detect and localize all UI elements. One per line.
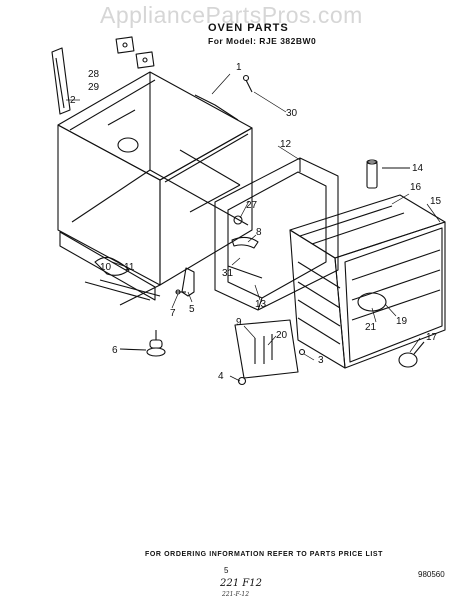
callout-17: 17 [426, 332, 438, 343]
vent-cap [366, 159, 410, 189]
callout-1: 1 [236, 62, 242, 73]
oven-liner [289, 194, 446, 369]
callout-14: 14 [412, 163, 424, 174]
callout-6: 6 [112, 345, 118, 356]
callout-9: 9 [236, 317, 242, 328]
callout-labels: 1 2 3 4 5 6 7 8 9 10 11 12 13 14 15 16 1… [70, 62, 442, 382]
callout-3: 3 [318, 355, 324, 366]
callout-29: 29 [88, 82, 100, 93]
leader-lines [66, 73, 441, 382]
element-bracket [234, 319, 306, 386]
callout-28: 28 [88, 69, 100, 80]
callout-16: 16 [410, 182, 422, 193]
callout-8: 8 [256, 227, 262, 238]
clip-parts [115, 36, 155, 69]
callout-19: 19 [396, 316, 408, 327]
light-cover [398, 341, 425, 368]
bottom-drawer-area [59, 231, 161, 301]
handwritten-note: 221 F12 [220, 578, 262, 589]
callout-10: 10 [100, 262, 112, 273]
side-trim-strip [51, 47, 71, 115]
callout-5: 5 [189, 304, 195, 315]
callout-20: 20 [276, 330, 288, 341]
callout-31: 31 [222, 268, 234, 279]
screw-part [242, 74, 253, 93]
callout-27: 27 [246, 200, 258, 211]
cabinet-body [57, 71, 253, 306]
leveling-leg [119, 330, 166, 357]
callout-15: 15 [430, 196, 442, 207]
ordering-note: FOR ORDERING INFORMATION REFER TO PARTS … [145, 551, 384, 558]
callout-4: 4 [218, 371, 224, 382]
callout-12: 12 [280, 139, 292, 150]
model-subtitle: For Model: RJE 382BW0 [208, 36, 317, 46]
callout-13: 13 [255, 299, 267, 310]
handwritten-note-2: 221-F-12 [222, 591, 250, 598]
callout-7: 7 [170, 308, 176, 319]
page-number: 5 [224, 566, 229, 575]
diagram-title: OVEN PARTS [208, 22, 289, 34]
callout-2: 2 [70, 95, 76, 106]
callout-11: 11 [124, 262, 135, 273]
hinge-bracket [175, 267, 195, 297]
callout-21: 21 [365, 322, 377, 333]
oven-front-frame [214, 157, 339, 311]
watermark: AppliancePartsPros.com [100, 2, 363, 28]
callout-30: 30 [286, 108, 298, 119]
document-number: 980560 [418, 570, 445, 579]
